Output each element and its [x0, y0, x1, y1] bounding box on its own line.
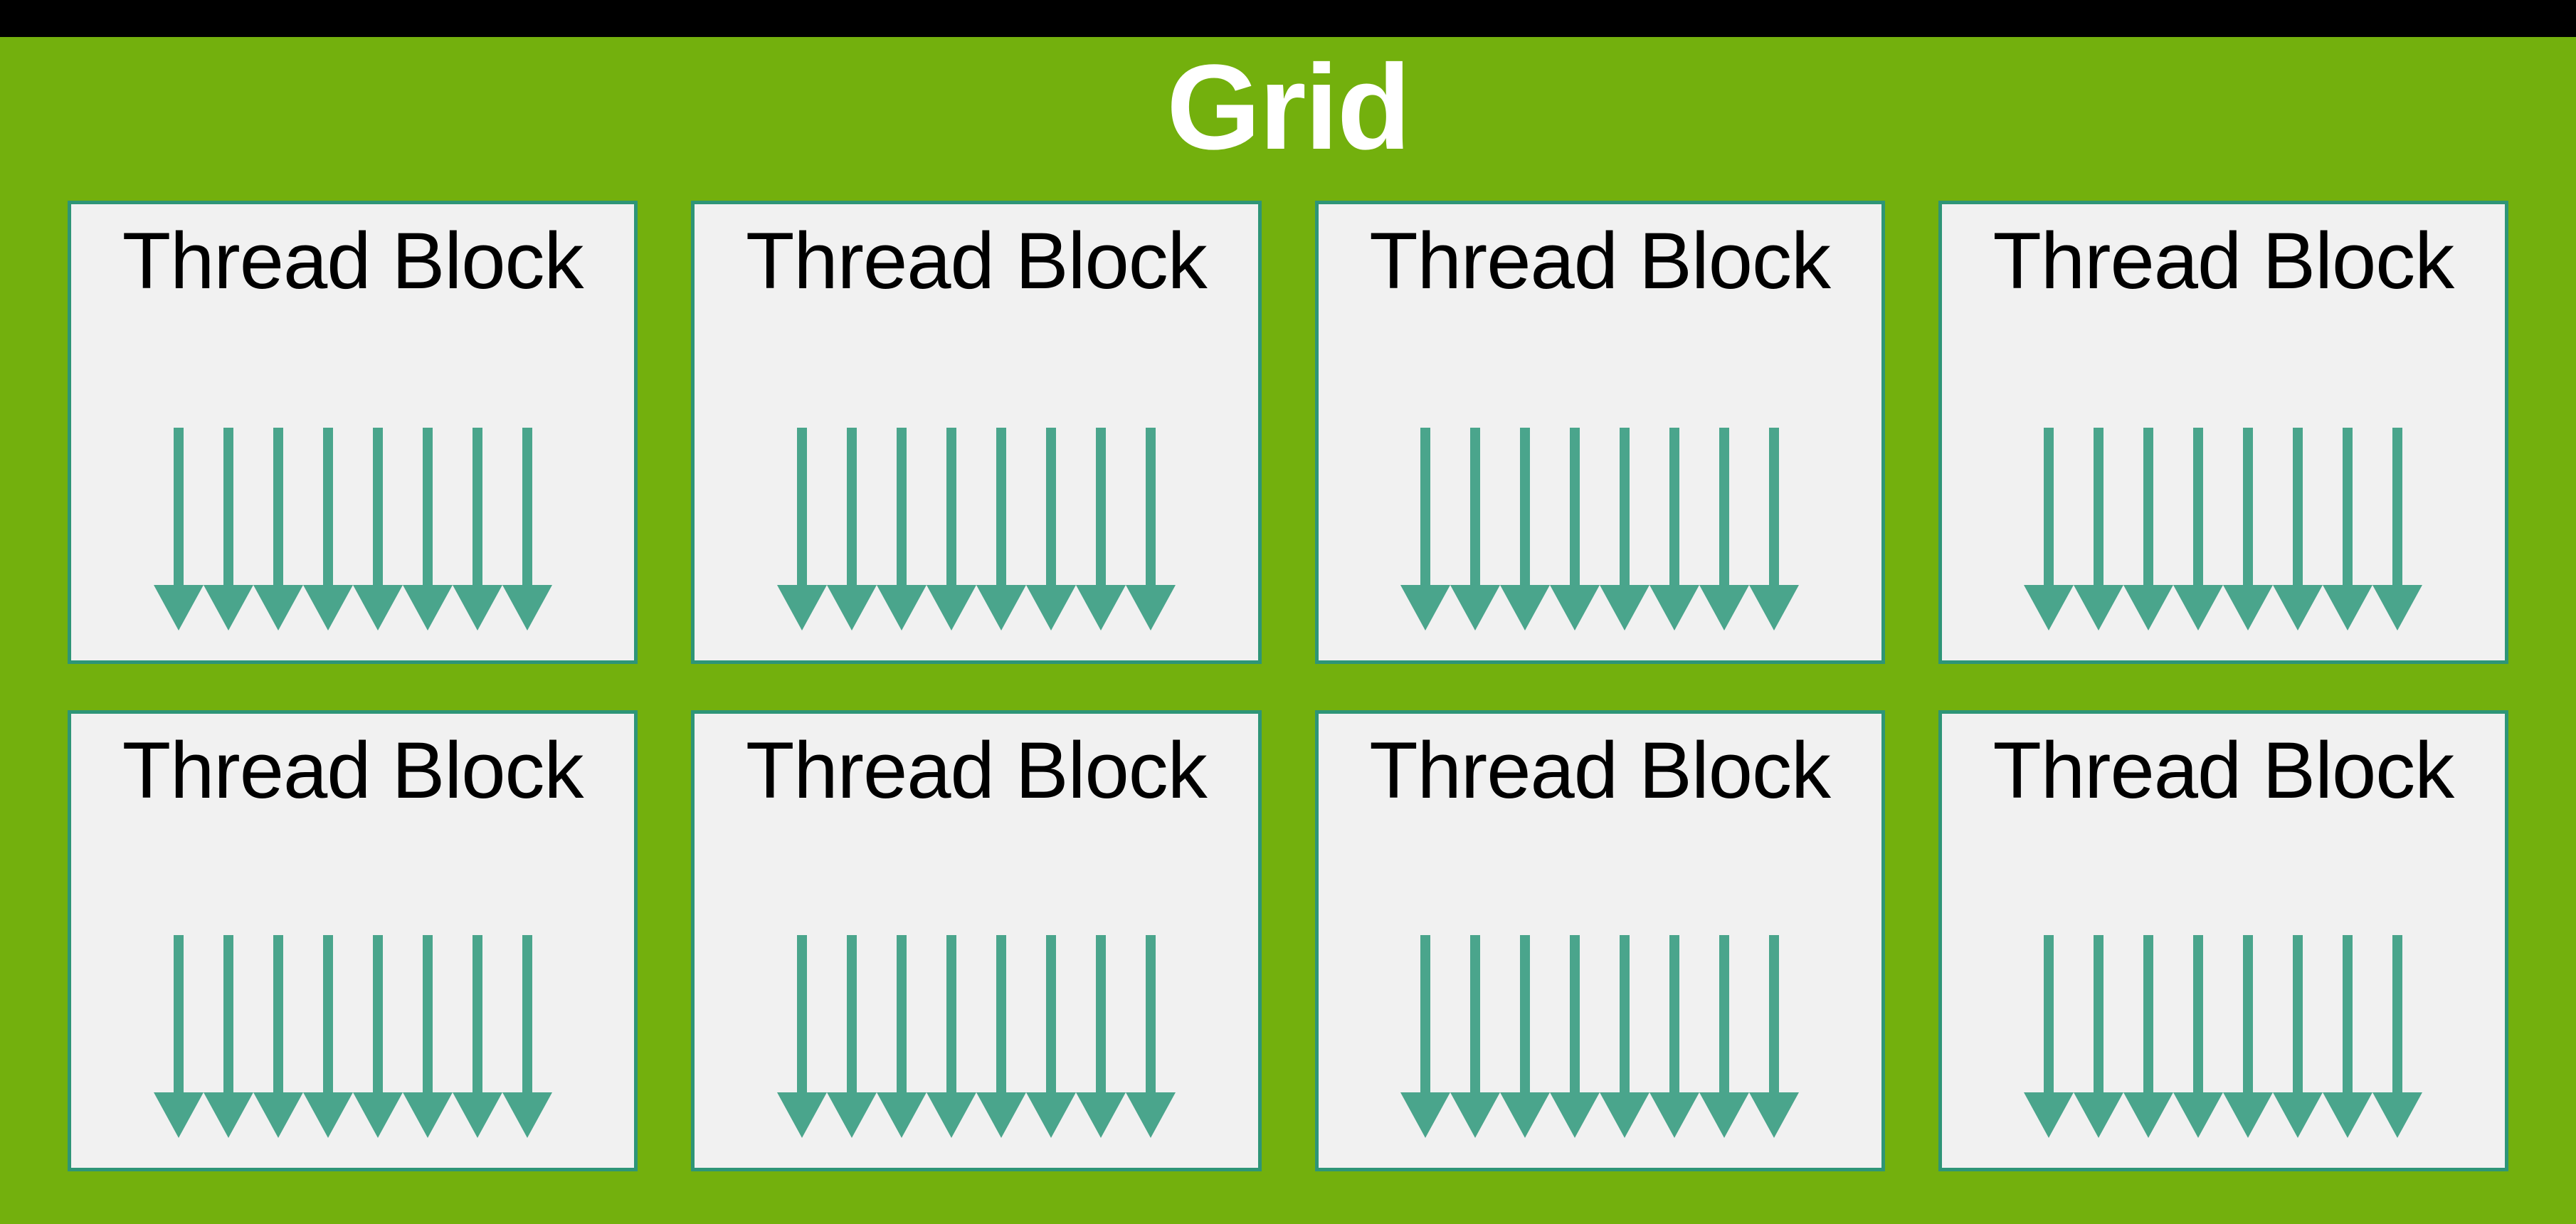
down-arrow-icon: [2223, 935, 2274, 1138]
thread-arrows-icon: [2024, 428, 2423, 631]
thread-block: Thread Block: [691, 201, 1262, 664]
down-arrow-icon: [203, 428, 253, 631]
thread-arrows-icon: [776, 935, 1176, 1138]
down-arrow-icon: [502, 428, 552, 631]
down-arrow-icon: [2024, 935, 2074, 1138]
thread-arrows-icon: [153, 935, 552, 1138]
thread-block: Thread Block: [1938, 710, 2508, 1171]
down-arrow-icon: [1450, 935, 1501, 1138]
thread-block-label: Thread Block: [1369, 216, 1831, 305]
thread-arrows-icon: [776, 428, 1176, 631]
down-arrow-icon: [2173, 428, 2224, 631]
thread-block: Thread Block: [1314, 201, 1885, 664]
down-arrow-icon: [2372, 935, 2423, 1138]
grid-panel: Grid Thread Block Thread Block Thread Bl…: [0, 37, 2576, 1224]
thread-block-label: Thread Block: [122, 726, 584, 815]
thread-block: Thread Block: [68, 201, 638, 664]
down-arrow-icon: [2273, 428, 2323, 631]
down-arrow-icon: [2223, 428, 2274, 631]
down-arrow-icon: [876, 935, 927, 1138]
down-arrow-icon: [876, 428, 927, 631]
down-arrow-icon: [2123, 428, 2174, 631]
down-arrow-icon: [776, 935, 827, 1138]
down-arrow-icon: [153, 428, 204, 631]
down-arrow-icon: [2273, 935, 2323, 1138]
down-arrow-icon: [2323, 935, 2373, 1138]
down-arrow-icon: [1699, 428, 1750, 631]
down-arrow-icon: [452, 428, 502, 631]
down-arrow-icon: [302, 935, 353, 1138]
down-arrow-icon: [1600, 935, 1650, 1138]
thread-block-label: Thread Block: [745, 726, 1208, 815]
down-arrow-icon: [1550, 428, 1600, 631]
down-arrow-icon: [1699, 935, 1750, 1138]
thread-blocks-grid: Thread Block Thread Block Thread Block T…: [68, 201, 2508, 1171]
thread-block-label: Thread Block: [1992, 726, 2454, 815]
thread-arrows-icon: [1400, 935, 1800, 1138]
thread-block-label: Thread Block: [122, 216, 584, 305]
down-arrow-icon: [452, 935, 502, 1138]
down-arrow-icon: [2323, 428, 2373, 631]
down-arrow-icon: [2074, 935, 2124, 1138]
down-arrow-icon: [1025, 428, 1076, 631]
down-arrow-icon: [1550, 935, 1600, 1138]
down-arrow-icon: [2123, 935, 2174, 1138]
down-arrow-icon: [402, 428, 453, 631]
down-arrow-icon: [1649, 935, 1700, 1138]
down-arrow-icon: [1025, 935, 1076, 1138]
down-arrow-icon: [826, 428, 877, 631]
down-arrow-icon: [1125, 935, 1176, 1138]
down-arrow-icon: [2074, 428, 2124, 631]
down-arrow-icon: [302, 428, 353, 631]
down-arrow-icon: [2024, 428, 2074, 631]
thread-block: Thread Block: [1938, 201, 2508, 664]
down-arrow-icon: [926, 428, 976, 631]
down-arrow-icon: [203, 935, 253, 1138]
thread-block: Thread Block: [691, 710, 1262, 1171]
down-arrow-icon: [1400, 935, 1451, 1138]
top-black-bar: [0, 0, 2576, 37]
down-arrow-icon: [776, 428, 827, 631]
down-arrow-icon: [826, 935, 877, 1138]
down-arrow-icon: [253, 428, 303, 631]
thread-block-label: Thread Block: [1992, 216, 2454, 305]
down-arrow-icon: [1075, 428, 1126, 631]
thread-arrows-icon: [1400, 428, 1800, 631]
down-arrow-icon: [502, 935, 552, 1138]
down-arrow-icon: [253, 935, 303, 1138]
down-arrow-icon: [926, 935, 976, 1138]
down-arrow-icon: [1749, 935, 1800, 1138]
down-arrow-icon: [2173, 935, 2224, 1138]
thread-arrows-icon: [2024, 935, 2423, 1138]
down-arrow-icon: [1749, 428, 1800, 631]
down-arrow-icon: [153, 935, 204, 1138]
grid-title: Grid: [1166, 40, 1410, 175]
down-arrow-icon: [352, 935, 403, 1138]
down-arrow-icon: [1500, 428, 1551, 631]
thread-block-label: Thread Block: [745, 216, 1208, 305]
down-arrow-icon: [1649, 428, 1700, 631]
thread-block-label: Thread Block: [1369, 726, 1831, 815]
thread-block: Thread Block: [1314, 710, 1885, 1171]
down-arrow-icon: [1600, 428, 1650, 631]
down-arrow-icon: [402, 935, 453, 1138]
down-arrow-icon: [1400, 428, 1451, 631]
down-arrow-icon: [1075, 935, 1126, 1138]
down-arrow-icon: [352, 428, 403, 631]
thread-block: Thread Block: [68, 710, 638, 1171]
down-arrow-icon: [976, 428, 1026, 631]
down-arrow-icon: [2372, 428, 2423, 631]
down-arrow-icon: [1450, 428, 1501, 631]
down-arrow-icon: [976, 935, 1026, 1138]
down-arrow-icon: [1125, 428, 1176, 631]
down-arrow-icon: [1500, 935, 1551, 1138]
thread-arrows-icon: [153, 428, 552, 631]
